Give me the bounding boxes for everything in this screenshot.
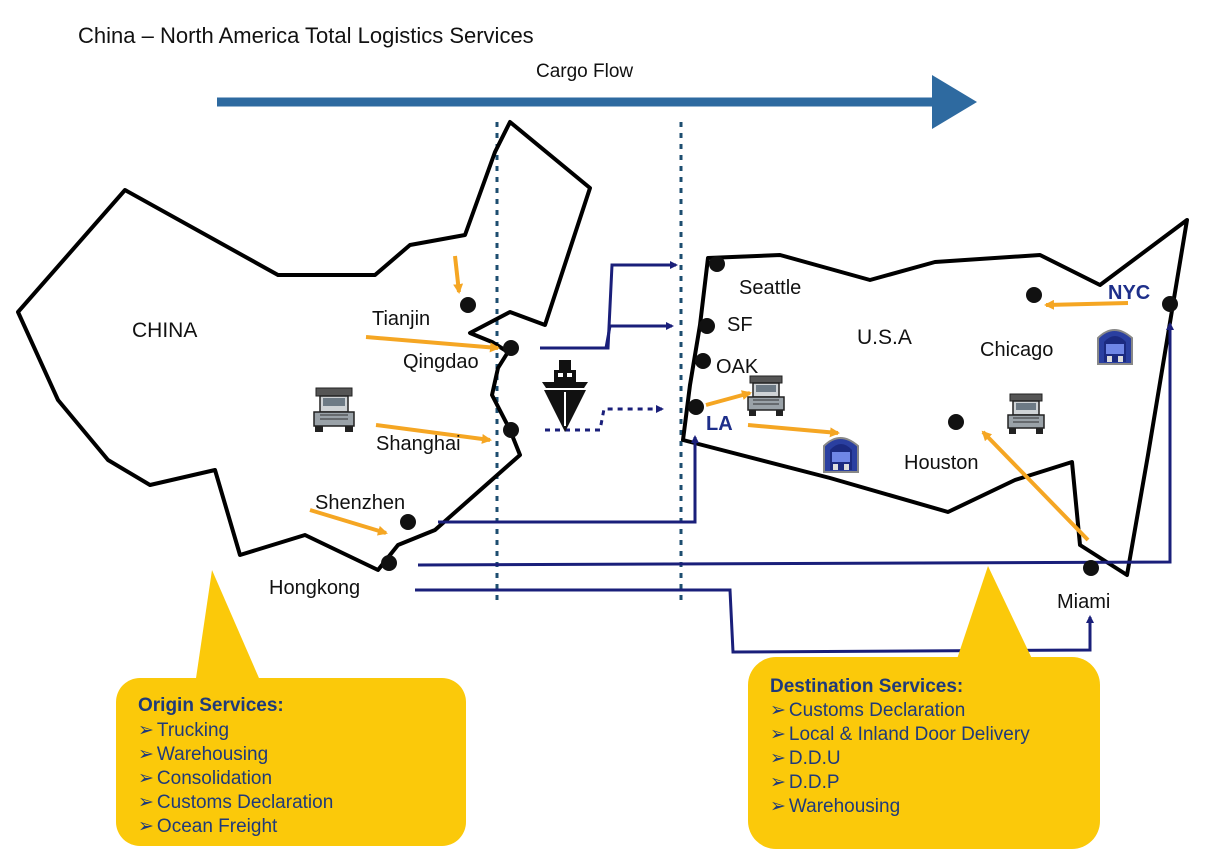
destination-services-list: ➢Customs Declaration ➢Local & Inland Door… [770,700,1030,817]
city-dot-shenzhen [400,514,416,530]
origin-services-title: Origin Services: [138,695,284,716]
bullet-arrow-icon: ➢ [138,816,154,837]
feeder-arrow-houston [981,430,1090,542]
origin-services-list: ➢Trucking ➢Warehousing ➢Consolidation ➢Cust… [138,720,333,837]
origin-callout-pointer [195,570,262,685]
city-label-miami: Miami [1057,591,1110,613]
china-outline [16,120,592,572]
truck-icon [1007,393,1045,434]
destination-service-item: ➢D.D.U [770,748,841,769]
feeder-arrow-shenzhen [309,508,388,536]
route-hongkong-nyc [417,322,1174,567]
bullet-arrow-icon: ➢ [770,700,786,721]
truck-icon [747,375,785,416]
feeder-arrow-tianjin [453,255,464,294]
feeder-arrow-qingdao [365,335,500,353]
city-dot-miami [1083,560,1099,576]
city-label-shanghai: Shanghai [376,433,461,455]
bullet-arrow-icon: ➢ [770,748,786,769]
destination-service-item: ➢D.D.P [770,772,840,793]
origin-callout-box [116,678,466,846]
city-label-seattle: Seattle [739,277,801,299]
destination-callout-pointer [955,566,1035,665]
china-label: CHINA [132,319,197,342]
diagram-title: China – North America Total Logistics Se… [78,23,534,48]
destination-service-item: ➢Customs Declaration [770,700,965,721]
origin-service-item: ➢Warehousing [138,744,268,765]
city-dot-oak [695,353,711,369]
usa-label: U.S.A [857,326,912,349]
route-qingdao-seattle [540,261,678,350]
city-label-nyc: NYC [1108,282,1150,304]
bullet-arrow-icon: ➢ [138,720,154,741]
warehouse-icon [1097,329,1133,365]
usa-outline [681,218,1189,577]
city-label-shenzhen: Shenzhen [315,492,405,514]
destination-callout-box [748,657,1100,849]
cargo-flow-label: Cargo Flow [536,61,633,82]
truck-icon [313,387,355,432]
city-dot-houston [948,414,964,430]
origin-service-item: ➢Customs Declaration [138,792,333,813]
bullet-arrow-icon: ➢ [138,744,154,765]
city-label-houston: Houston [904,452,979,474]
bullet-arrow-icon: ➢ [138,792,154,813]
destination-services-callout: Destination Services: ➢Customs Declarati… [748,566,1100,849]
city-label-qingdao: Qingdao [403,351,479,373]
origin-service-item: ➢Ocean Freight [138,816,278,837]
city-label-la: LA [706,413,733,435]
feeder-arrow-shanghai [375,423,492,444]
city-markers [381,256,1178,576]
city-dot-hongkong [381,555,397,571]
city-dot-chicago [1026,287,1042,303]
warehouse-icon [823,437,859,473]
feeder-arrows [309,255,1129,542]
route-shenzhen-la [438,435,699,524]
feeder-arrow-la-in [705,390,752,407]
city-dot-tianjin [460,297,476,313]
city-dot-seattle [709,256,725,272]
origin-service-item: ➢Consolidation [138,768,272,789]
city-label-chicago: Chicago [980,339,1053,361]
destination-service-item: ➢Local & Inland Door Delivery [770,724,1030,745]
destination-services-title: Destination Services: [770,676,963,697]
city-dot-sf [699,318,715,334]
origin-services-callout: Origin Services: ➢Trucking ➢Warehousing ➢C… [116,570,466,846]
city-dot-nyc [1162,296,1178,312]
feeder-arrow-la-out [747,423,840,438]
city-label-hongkong: Hongkong [269,577,360,599]
bullet-arrow-icon: ➢ [770,772,786,793]
route-qingdao-sf [604,322,674,349]
ocean-routes [415,261,1174,654]
city-label-sf: SF [727,314,753,336]
destination-service-item: ➢Warehousing [770,796,900,817]
bullet-arrow-icon: ➢ [138,768,154,789]
city-dot-shanghai [503,422,519,438]
origin-service-item: ➢Trucking [138,720,229,741]
bullet-arrow-icon: ➢ [770,724,786,745]
bullet-arrow-icon: ➢ [770,796,786,817]
city-dot-la [688,399,704,415]
feeder-arrow-chicago [1044,299,1129,310]
ship-icon [542,360,588,432]
route-hongkong-miami [415,588,1094,654]
city-dot-qingdao [503,340,519,356]
city-label-tianjin: Tianjin [372,308,430,330]
city-label-oak: OAK [716,356,759,378]
